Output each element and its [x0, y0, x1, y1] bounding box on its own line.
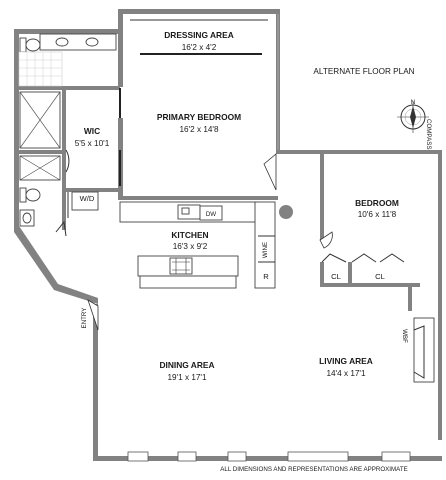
- dining-area-dims: 19'1 x 17'1: [167, 373, 207, 382]
- fireplace: [413, 317, 435, 383]
- living-area-name: LIVING AREA: [319, 356, 373, 366]
- disclaimer-text: ALL DIMENSIONS AND REPRESENTATIONS ARE A…: [220, 466, 408, 473]
- wbf-label: WBF: [401, 329, 408, 343]
- bedroom-dims: 10'6 x 11'8: [358, 210, 397, 219]
- primary-bedroom-dims: 16'2 x 14'8: [179, 125, 219, 134]
- windows: [127, 14, 411, 462]
- kitchen-name: KITCHEN: [171, 230, 208, 240]
- kitchen-dims: 16'3 x 9'2: [173, 242, 208, 251]
- walls: [14, 9, 442, 461]
- wic-dims: 5'5 x 10'1: [75, 139, 110, 148]
- compass-text: COMPASS: [425, 119, 432, 149]
- washer-dryer-label: W/D: [80, 194, 95, 203]
- living-area-dims: 14'4 x 17'1: [326, 369, 366, 378]
- dishwasher-label: DW: [206, 211, 216, 218]
- wine-fridge-label: WINE: [262, 242, 269, 258]
- dressing-area-name: DRESSING AREA: [164, 30, 234, 40]
- refrigerator-label: R: [263, 272, 269, 281]
- bedroom-name: BEDROOM: [355, 198, 399, 208]
- compass-north-label: N: [411, 99, 415, 106]
- plan-title: ALTERNATE FLOOR PLAN: [313, 67, 414, 76]
- dining-area-name: DINING AREA: [159, 360, 214, 370]
- dressing-rails: [130, 19, 268, 55]
- dressing-area-dims: 16'2 x 4'2: [182, 43, 217, 52]
- wic-name: WIC: [84, 126, 100, 136]
- bathroom-fixtures: [18, 33, 117, 227]
- entry-label: ENTRY: [81, 308, 88, 329]
- primary-bedroom-name: PRIMARY BEDROOM: [157, 112, 241, 122]
- kitchen-fixtures: [67, 191, 276, 289]
- closet-left-label: CL: [331, 272, 341, 281]
- doors: [55, 88, 405, 331]
- closet-right-label: CL: [375, 272, 385, 281]
- compass-icon: N COMPASS: [397, 99, 432, 149]
